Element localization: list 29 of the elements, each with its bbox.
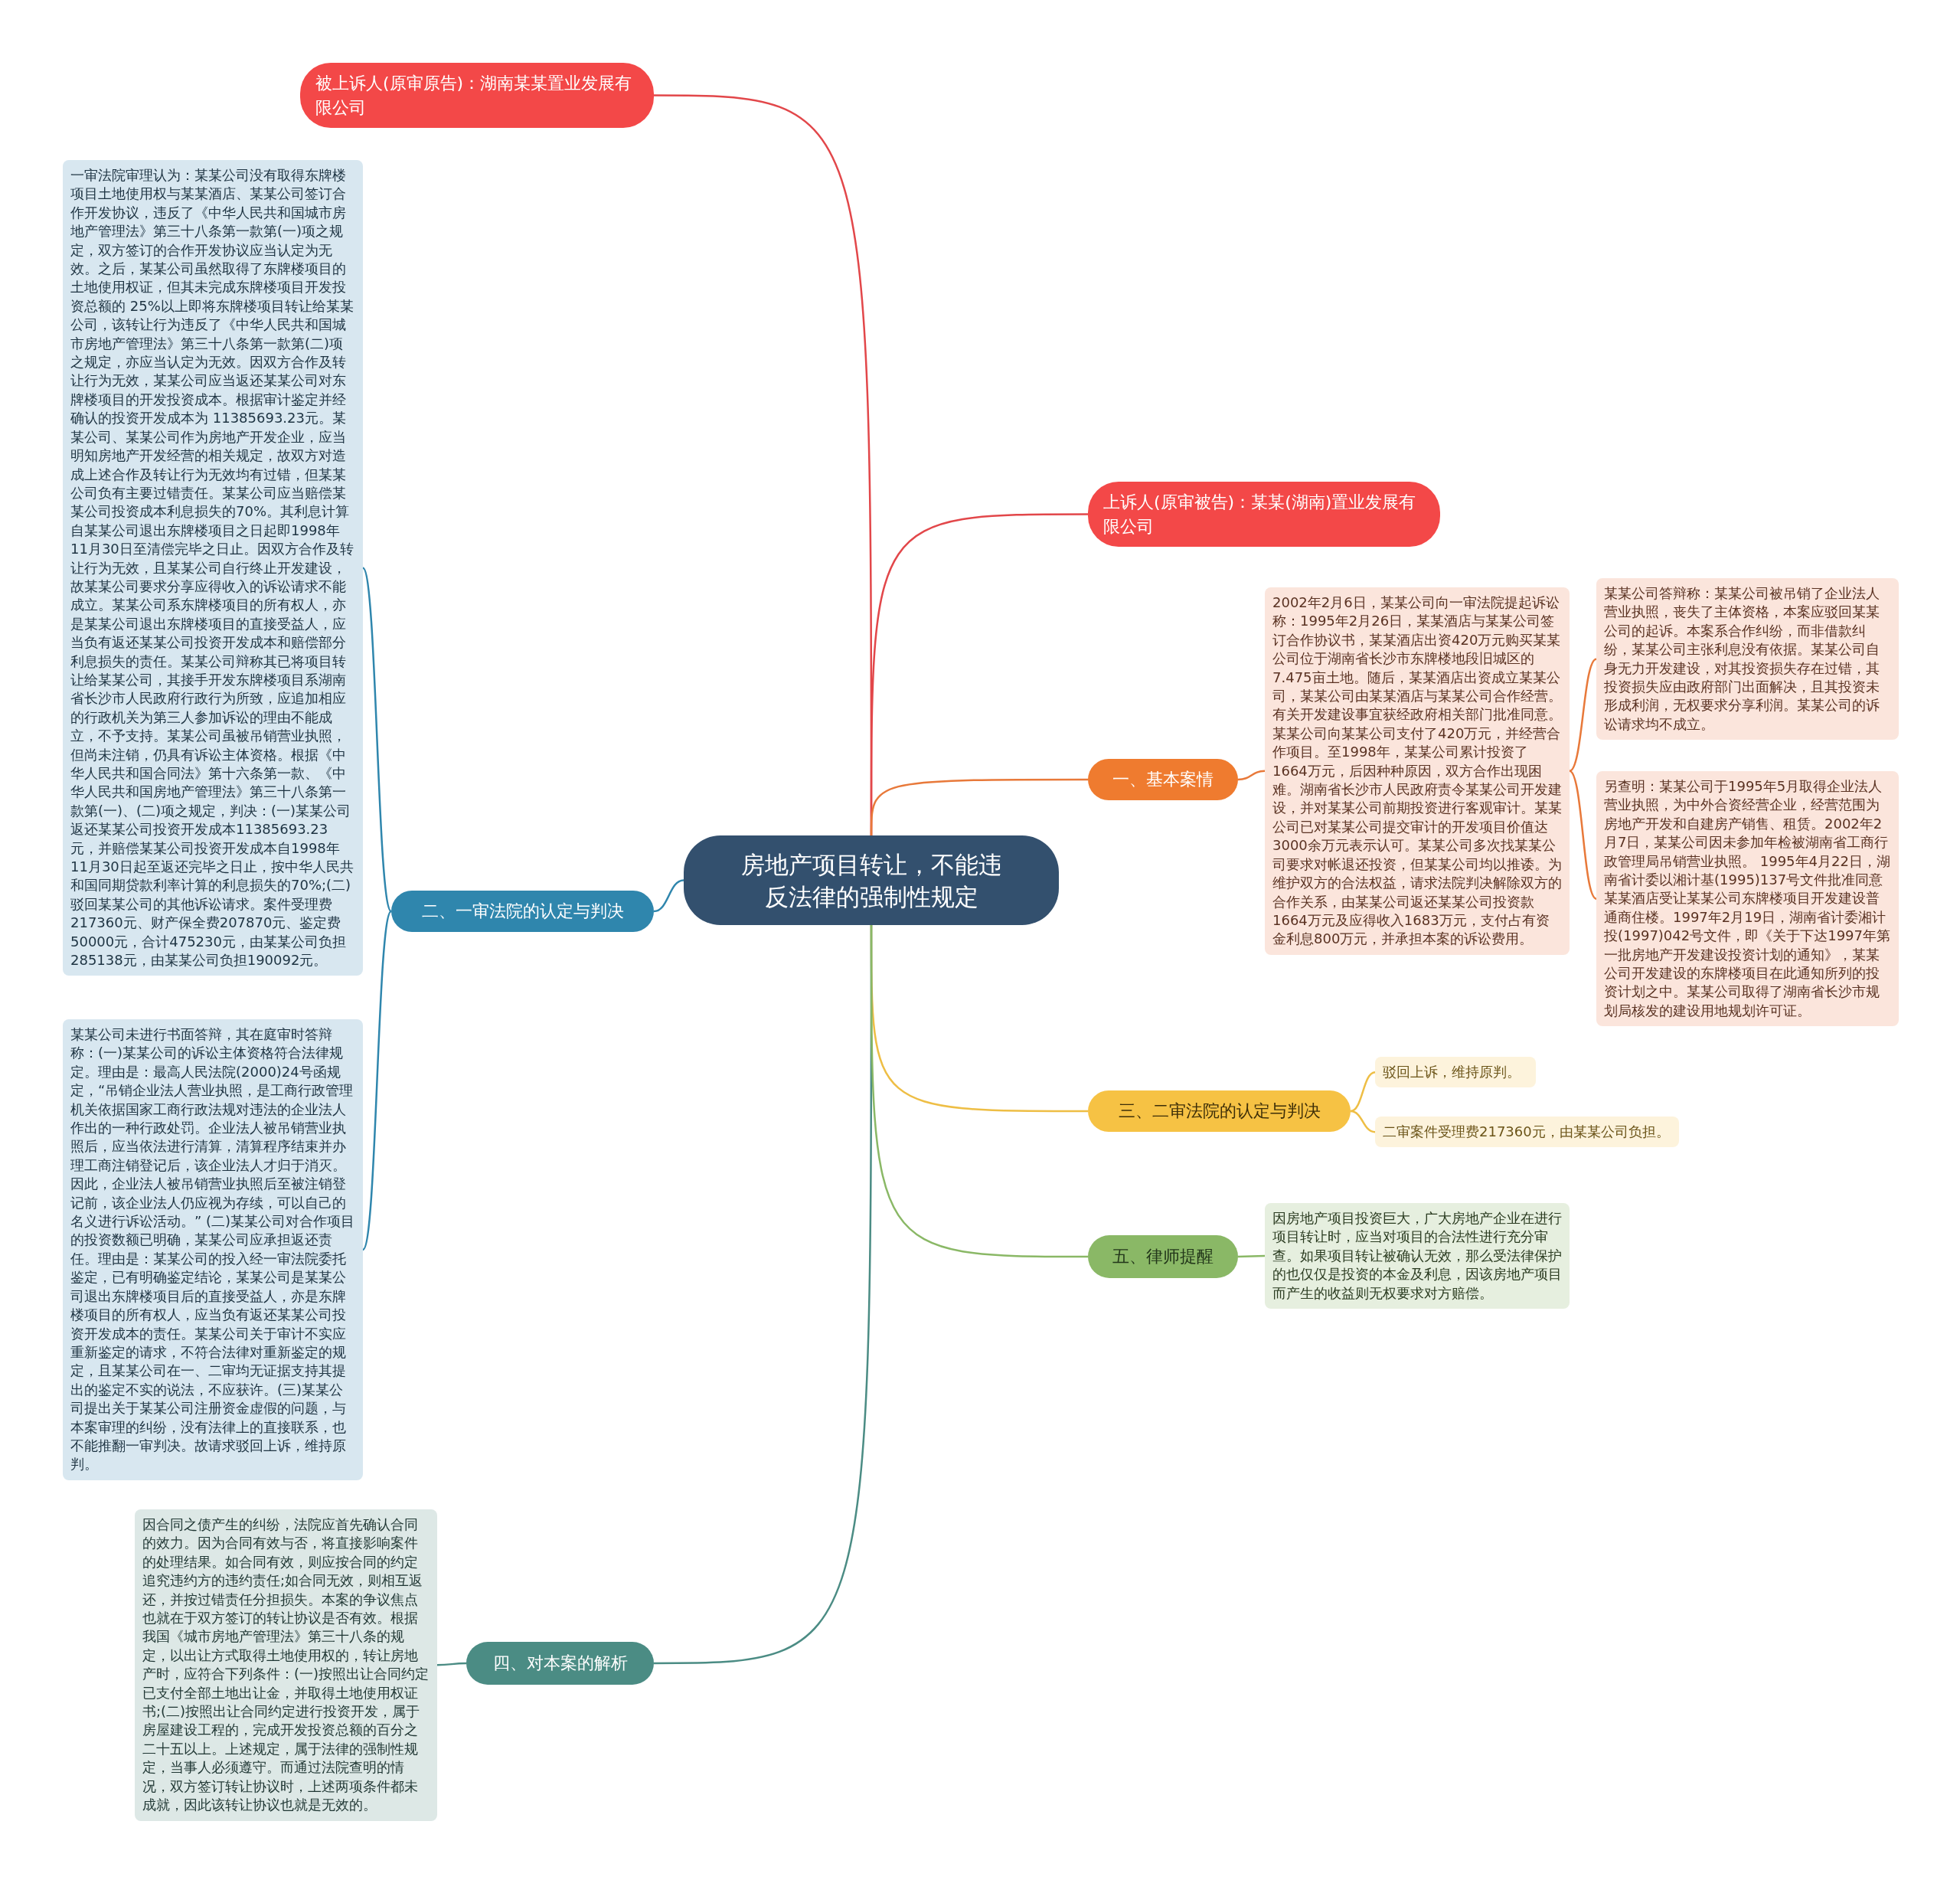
- connector-line: [361, 567, 393, 912]
- connector-line: [870, 925, 1088, 1258]
- text-card: 二审案件受理费217360元，由某某公司负担。: [1375, 1117, 1679, 1148]
- text-card: 另查明：某某公司于1995年5月取得企业法人营业执照，为中外合资经营企业，经营范围为房地产开发和自建房产销售、租赁。2002年2月7日，某某公司因未参加年检被湖南省工商行政管理局吊销营业执照。 1995年4月22日，湖南省计委以湘计基(1995)137号文件批准同意某某酒店受让某某公司东牌楼项目开发建设普通商住楼。1997年2月19日，湖南省计委湘计投(1997)042号文件，即《关于下达1997年第一批房地产开发建设投资计划的通知》，某某公司开发建设的东牌楼项目在此通知所列的投资计划之中。某某公司取得了湖南省长沙市规划局核发的建设用地规划许可证。: [1596, 771, 1899, 1027]
- connector-line: [1569, 770, 1597, 900]
- branch-topic: 上诉人(原审被告)：某某(湖南)置业发展有限公司: [1088, 482, 1440, 547]
- text-card: 驳回上诉，维持原判。: [1375, 1057, 1536, 1088]
- connector-line: [1569, 658, 1597, 772]
- connector-line: [1237, 770, 1266, 781]
- connector-line: [870, 778, 1088, 835]
- branch-topic: 一、基本案情: [1088, 759, 1238, 800]
- text-card: 某某公司未进行书面答辩，其在庭审时答辩称：(一)某某公司的诉讼主体资格符合法律规定。理由是：最高人民法院(2000)24号函规定，“吊销企业法人营业执照，是工商行政管理机关依据国家工商行政法规对违法的企业法人作出的一种行政处罚。企业法人被吊销营业执照后，应当依法进行清算，清算程序结束并办理工商注销登记后，该企业法人才归于消灭。因此，企业法人被吊销营业执照后至被注销登记前，该企业法人仍应视为存续，可以自己的名义进行诉讼活动。” (二)某某公司对合作项目的投资数额已明确，某某公司应承担返还责任。理由是：某某公司的投入经一审法院委托鉴定，已有明确鉴定结论，某某公司是某某公司退出东牌楼项目后的直接受益人，亦是东牌楼项目的所有权人，应当负有返还某某公司投资开发成本的责任。某某公司关于审计不实应重新鉴定的请求，不符合法律对重新鉴定的规定，且某某公司在一、二审均无证据支持其提出的鉴定不实的说法，不应获许。(三)某某公司提出关于某某公司注册资金虚假的问题，与本案审理的纠纷，没有法律上的直接联系，也不能推翻一审判决。故请求驳回上诉，维持原判。: [63, 1019, 363, 1480]
- text-card: 某某公司答辩称：某某公司被吊销了企业法人营业执照，丧失了主体资格，本案应驳回某某公司的起诉。本案系合作纠纷，而非借款纠纷，某某公司主张利息没有依据。某某公司自身无力开发建设，对其投资损失存在过错，其投资损失应由政府部门出面解决，且其投资未形成利润，无权要求分享利润。某某公司的诉讼请求均不成立。: [1596, 578, 1899, 741]
- branch-topic: 三、二审法院的认定与判决: [1088, 1090, 1351, 1132]
- central-topic: 房地产项目转让，不能违反法律的强制性规定: [684, 835, 1059, 925]
- connector-line: [437, 1662, 466, 1666]
- connector-line: [1350, 1071, 1376, 1113]
- text-card: 一审法院审理认为：某某公司没有取得东牌楼项目土地使用权与某某酒店、某某公司签订合作开发协议，违反了《中华人民共和国城市房地产管理法》第三十八条第一款第(一)项之规定，双方签订的合作开发协议应当认定为无效。之后，某某公司虽然取得了东牌楼项目的土地使用权证，但其未完成东牌楼项目开发投资总额的 25%以上即将东牌楼项目转让给某某公司，该转让行为违反了《中华人民共和国城市房地产管理法》第三十八条第一款第(二)项之规定，亦应当认定为无效。因双方合作及转让行为无效，某某公司应当返还某某公司对东牌楼项目的开发投资成本。根据审计鉴定并经确认的投资开发成本为 11385693.23元。某某公司、某某公司作为房地产开发企业，应当明知房地产开发经营的相关规定，故双方对造成上述合作及转让行为无效均有过错，但某某公司负有主要过错责任。某某公司应当赔偿某某公司投资成本利息损失的70%。其利息计算自某某公司退出东牌楼项目之日起即1998年11月30日至清偿完毕之日止。因双方合作及转让行为无效，且某某公司自行终止开发建设，故某某公司要求分享应得收入的诉讼请求不能成立。某某公司系东牌楼项目的所有权人，亦是某某公司退出东牌楼项目的直接受益人，应当负有返还某某公司投资开发成本和赔偿部分利息损失的责任。某某公司辩称其已将项目转让给某某公司，其接手开发东牌楼项目系湖南省长沙市人民政府行政行为所致，应追加相应的行政机关为第三人参加诉讼的理由不能成立，不予支持。某某公司虽被吊销营业执照，但尚未注销，仍具有诉讼主体资格。根据《中华人民共和国合同法》第十六条第一款、《中华人民共和国房地产管理法》第三十八条第一款第(一)、(二)项之规定，判决：(一)某某公司返还某某公司投资开发成本11385693.23元，并赔偿某某公司投资开发成本自1998年11月30日起至返还完毕之日止，按中华人民共和国同期贷款利率计算的利息损失的70%;(二)驳回某某公司的其他诉讼请求。案件受理费217360元、财产保全费207870元、鉴定费 50000元，合计475230元，由某某公司负担285138元，由某某公司负担190092元。: [63, 160, 363, 976]
- text-card: 2002年2月6日，某某公司向一审法院提起诉讼称：1995年2月26日，某某酒店与某某公司签订合作协议书，某某酒店出资420万元购买某某公司位于湖南省长沙市东牌楼地段旧城区的7.475亩土地。随后，某某酒店出资成立某某公司，某某公司由某某酒店与某某公司合作经营。有关开发建设事宜获经政府相关部门批准同意。某某公司向某某公司支付了420万元，并经营合作项目。至1998年，某某公司累计投资了1664万元，后因种种原因，双方合作出现困难。湖南省长沙市人民政府责令某某公司开发建设，并对某某公司前期投资进行客观审计。某某公司已对某某公司提交审计的开发项目价值达3000余万元表示认可。某某公司多次找某某公司要求对帐退还投资，但某某公司均以推诿。为维护双方的合法权益，请求法院判决解除双方的合作关系，由某某公司返还某某公司投资款1664万元及应得收入1683万元，支付占有资金利息800万元，并承担本案的诉讼费用。: [1265, 587, 1570, 955]
- text-card: 因合同之债产生的纠纷，法院应首先确认合同的效力。因为合同有效与否，将直接影响案件的处理结果。如合同有效，则应按合同的约定追究违约方的违约责任;如合同无效，则相互返还，并按过错责任分担损失。本案的争议焦点也就在于双方签订的转让协议是否有效。根据我国《城市房地产管理法》第三十八条的规定，以出让方式取得土地使用权的，转让房地产时，应符合下列条件：(一)按照出让合同约定已支付全部土地出让金，并取得土地使用权证书;(二)按照出让合同约定进行投资开发，属于房屋建设工程的，完成开发投资总额的百分之二十五以上。上述规定，属于法律的强制性规定，当事人必须遵守。而通过法院查明的情况，双方签订转让协议时，上述两项条件都未成就，因此该转让协议也就是无效的。: [135, 1509, 437, 1821]
- connector-line: [361, 911, 393, 1251]
- branch-topic: 五、律师提醒: [1088, 1235, 1238, 1278]
- branch-topic: 二、一审法院的认定与判决: [391, 891, 654, 932]
- connector-line: [653, 879, 684, 913]
- connector-line: [1238, 1254, 1265, 1258]
- connector-line: [1350, 1110, 1376, 1133]
- branch-topic: 被上诉人(原审原告)：湖南某某置业发展有限公司: [300, 63, 654, 128]
- branch-topic: 四、对本案的解析: [466, 1642, 654, 1685]
- text-card: 因房地产项目投资巨大，广大房地产企业在进行项目转让时，应当对项目的合法性进行充分审查。如果项目转让被确认无效，那么受法律保护的也仅仅是投资的本金及利息，因该房地产项目而产生的收益则无权要求对方赔偿。: [1265, 1203, 1570, 1309]
